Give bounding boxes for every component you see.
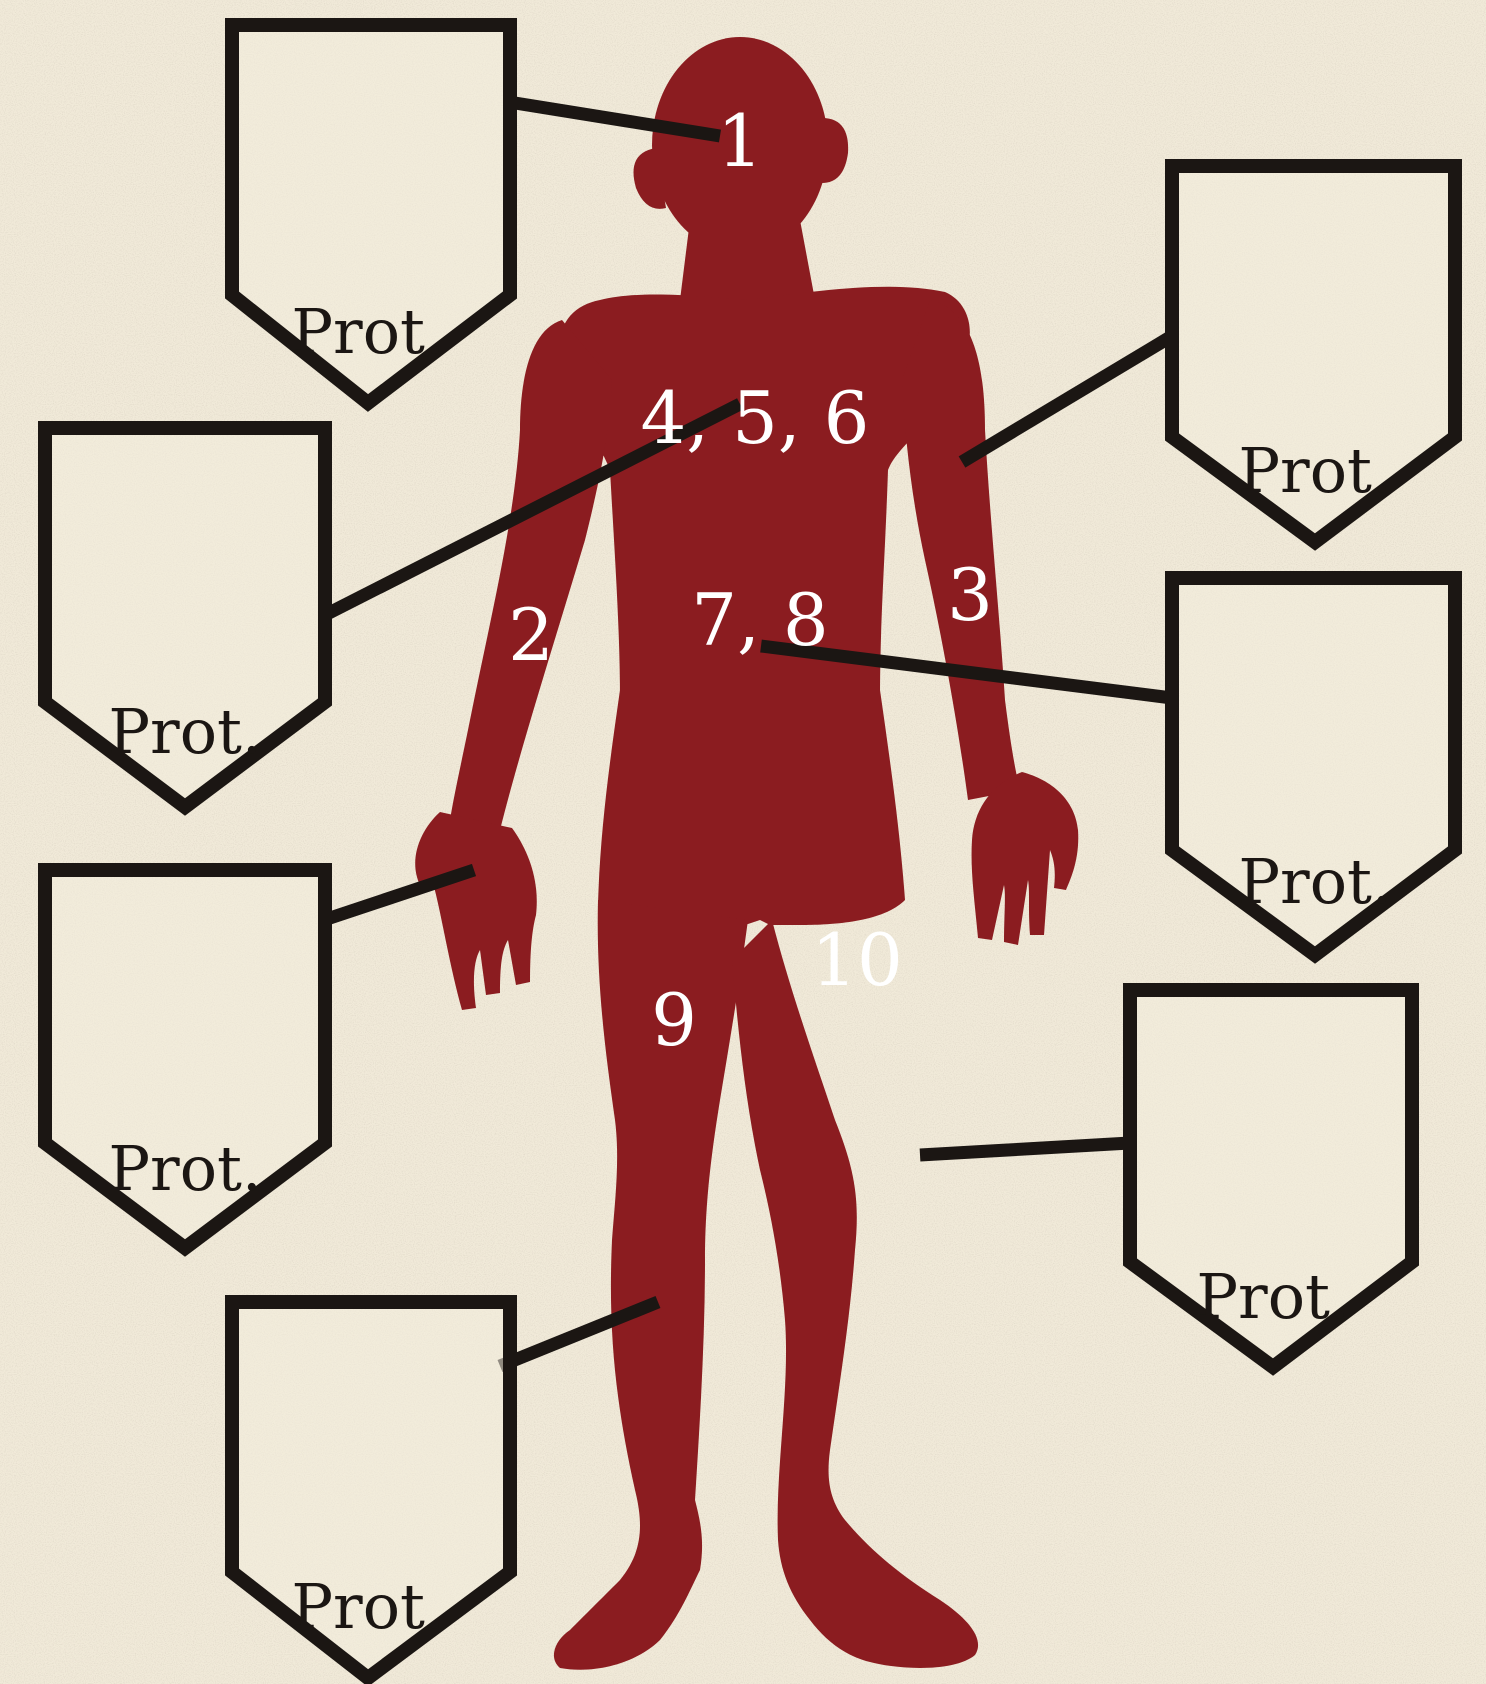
shield-right-leg-label: Prot.	[291, 1570, 444, 1643]
shield-left-arm-label: Prot.	[1238, 434, 1391, 507]
location-label-left-arm: 3	[947, 553, 993, 637]
shield-abdomen-label: Prot.	[1238, 845, 1391, 918]
shield-head-label: Prot.	[291, 295, 444, 368]
location-label-right-arm: 2	[508, 593, 554, 677]
figure-hips	[598, 690, 905, 925]
location-label-head: 1	[717, 99, 763, 183]
location-label-left-leg: 10	[811, 918, 903, 1002]
shield-right-hand-label: Prot.	[108, 1132, 261, 1205]
shield-left-leg-label: Prot.	[1196, 1260, 1349, 1333]
location-label-abdomen: 7, 8	[691, 578, 828, 662]
figure-neck	[680, 220, 815, 300]
location-label-right-leg: 9	[651, 978, 697, 1062]
location-label-chest: 4, 5, 6	[641, 376, 870, 460]
shield-chest-label: Prot.	[108, 695, 261, 768]
